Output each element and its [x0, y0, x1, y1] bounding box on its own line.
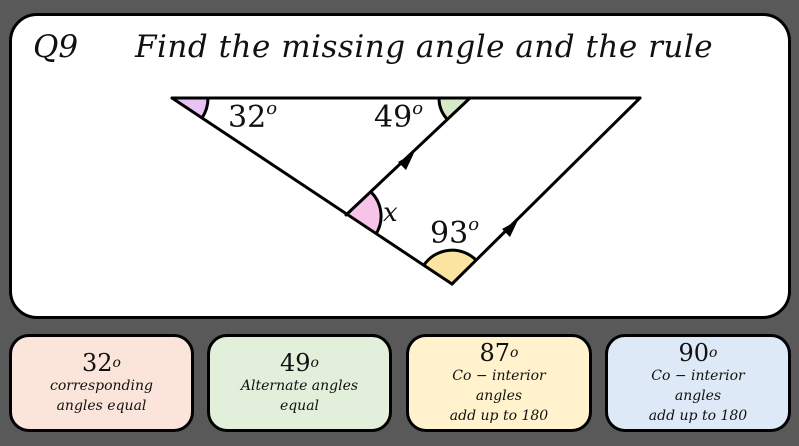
- angle-label-49: 49o: [374, 98, 424, 135]
- angle-label-x: x: [383, 198, 398, 228]
- angle-93-sector: [424, 250, 476, 284]
- option-rule: Alternate angles equal: [240, 378, 359, 414]
- angle-label-93: 93o: [430, 214, 480, 251]
- answer-option-3[interactable]: 87o Co − interior angles add up to 180: [406, 334, 592, 432]
- answer-option-1[interactable]: 32o corresponding angles equal: [9, 334, 194, 432]
- angle-x-sector: [346, 192, 382, 234]
- angle-label-32: 32o: [228, 98, 278, 135]
- answer-option-4[interactable]: 90o Co − interior angles add up to 180: [605, 334, 791, 432]
- parallel-arrow-icon: [502, 220, 518, 237]
- answer-option-2[interactable]: 49o Alternate angles equal: [207, 334, 392, 432]
- option-rule: corresponding angles equal: [50, 378, 153, 414]
- option-rule: Co − interior angles add up to 180: [449, 368, 549, 424]
- parallel-arrow-icon: [398, 153, 414, 170]
- option-rule: Co − interior angles add up to 180: [648, 368, 748, 424]
- left-line: [170, 96, 454, 286]
- question-number: Q9: [33, 29, 79, 65]
- right-line: [450, 96, 642, 286]
- question-title: Find the missing angle and the rule: [135, 29, 714, 65]
